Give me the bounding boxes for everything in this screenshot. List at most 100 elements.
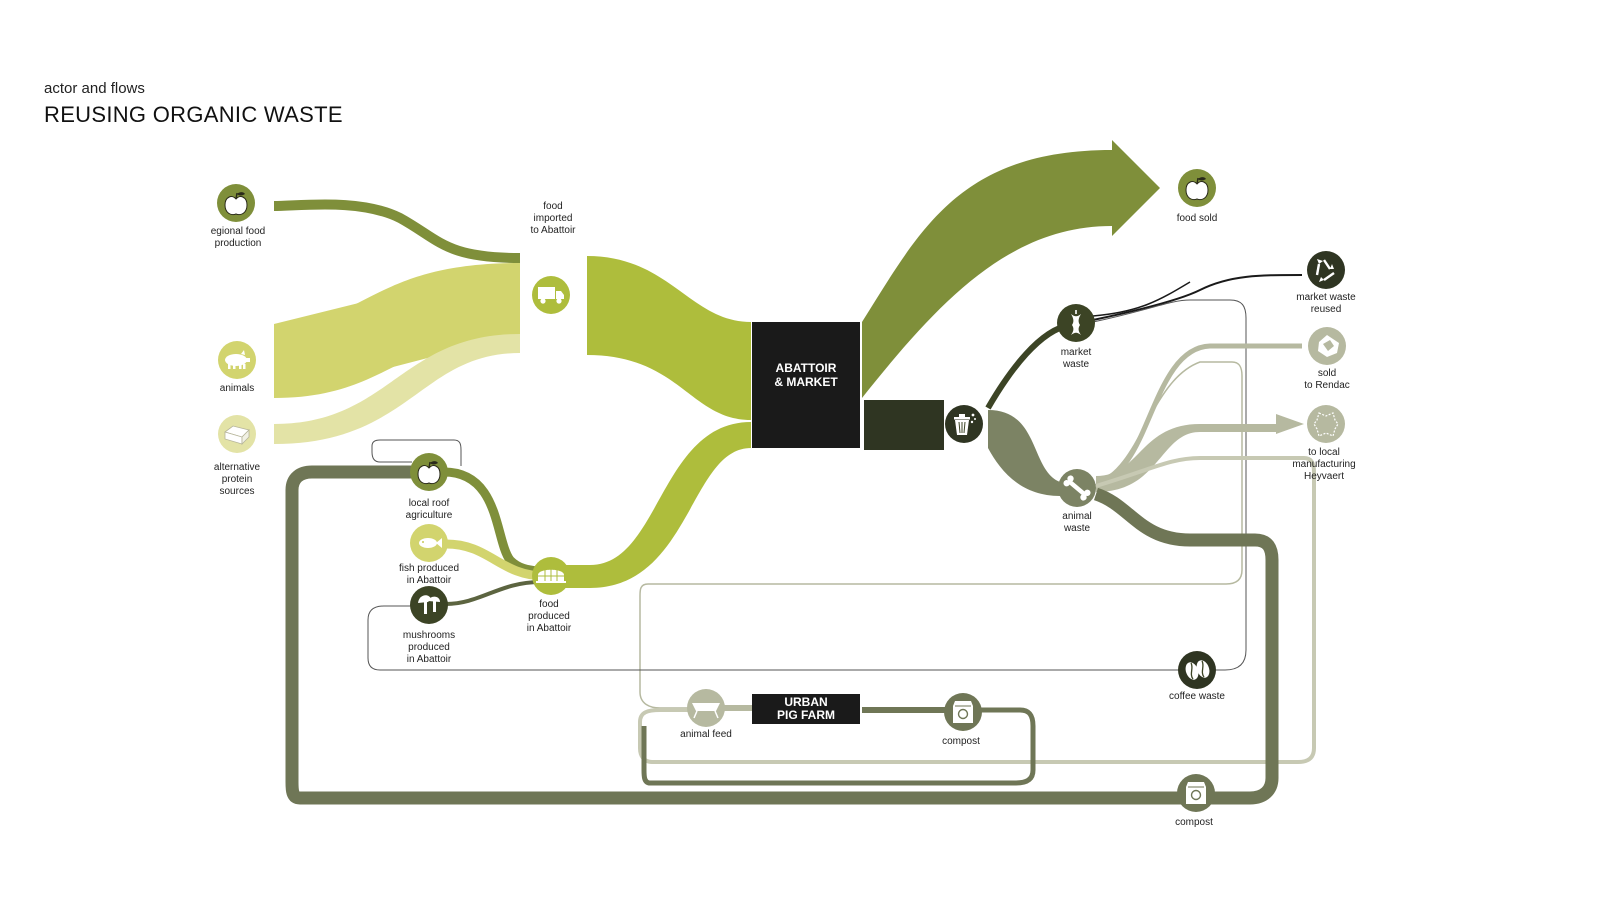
node-label: agriculture — [406, 510, 453, 521]
flow-animal-to-feed-loop — [639, 361, 1243, 709]
svg-text:compost: compost — [1175, 817, 1213, 828]
node-label: compost — [1175, 817, 1213, 828]
node-label: food sold — [1177, 213, 1218, 224]
diagram-kicker: actor and flows — [44, 80, 145, 97]
flow-compost-loop — [641, 707, 1036, 786]
node-label: sources — [219, 486, 254, 497]
flow-to-market-waste — [985, 322, 1071, 410]
node-label: food — [543, 201, 562, 212]
node-label: to local — [1308, 447, 1340, 458]
node-label: coffee waste — [1169, 691, 1225, 702]
node-label: local roof — [409, 498, 450, 509]
node-label: food — [539, 599, 558, 610]
flow-animal-to-heyvaert — [1096, 414, 1304, 492]
node-label: protein — [222, 474, 253, 485]
abattoir-label-line1: ABATTOIR — [776, 361, 837, 375]
node-label: animals — [220, 383, 254, 394]
node-label: produced — [408, 642, 450, 653]
node-label: produced — [528, 611, 570, 622]
flow-animal-to-rendac — [1095, 343, 1302, 483]
node-waste-bin — [945, 405, 983, 443]
flow-food-sold-arrow — [862, 140, 1160, 398]
flow-market-to-reused — [1092, 274, 1303, 321]
svg-text:ABATTOIR& MARKET: ABATTOIR& MARKET — [774, 361, 838, 389]
node-label: to Rendac — [1304, 380, 1350, 391]
node-food-sold: food sold — [1177, 169, 1218, 224]
compost-bag-icon — [952, 700, 974, 724]
node-compost-main: compost — [1175, 774, 1215, 828]
flow-roof-loop — [371, 439, 462, 466]
flow-imported-to-abattoir — [587, 256, 751, 420]
node-label: market waste — [1296, 292, 1356, 303]
node-label: animal — [1062, 511, 1091, 522]
flow-coffee-to-mushrooms — [367, 605, 1180, 671]
flow-market-to-reused-2 — [1092, 281, 1191, 317]
node-label: in Abattoir — [407, 654, 452, 665]
diagram-title: REUSING ORGANIC WASTE — [44, 102, 343, 127]
node-label: alternative — [214, 462, 261, 473]
node-label: animal feed — [680, 729, 732, 740]
flow-market-to-coffee-loop — [1092, 299, 1247, 671]
flow-mushrooms-to-produced — [445, 580, 541, 606]
node-label: to Abattoir — [530, 225, 576, 236]
node-label: in Abattoir — [527, 623, 572, 634]
flow-alt-protein-to-imported — [274, 334, 520, 444]
node-label: waste — [1062, 359, 1090, 370]
node-label: fish produced — [399, 563, 459, 574]
flow-fish-to-produced — [445, 539, 546, 581]
node-animals: animals — [218, 341, 256, 394]
node-label: egional food — [211, 226, 266, 237]
node-label: reused — [1311, 304, 1342, 315]
pig-farm-label-line1: URBAN — [784, 695, 827, 709]
flow-roof-to-produced — [443, 467, 546, 577]
node-label: mushrooms — [403, 630, 455, 641]
node-label: sold — [1318, 368, 1336, 379]
flow-animal-to-heyvaert-2 — [638, 456, 1316, 764]
node-label: production — [215, 238, 262, 249]
svg-text:compost: compost — [942, 736, 980, 747]
flow-regional-to-imported — [273, 199, 521, 263]
abattoir-market-box: ABATTOIR& MARKET — [752, 322, 860, 448]
node-label: in Abattoir — [407, 575, 452, 586]
svg-text:animal feed: animal feed — [680, 729, 732, 740]
node-animal-feed: animal feed — [680, 689, 732, 740]
pig-farm-label-line2: PIG FARM — [777, 708, 835, 722]
svg-text:animals: animals — [220, 383, 254, 394]
compost-bag-icon — [1185, 781, 1207, 805]
node-label: compost — [942, 736, 980, 747]
waste-outlet-bar — [864, 400, 944, 450]
node-label: manufacturing — [1292, 459, 1355, 470]
svg-text:coffee waste: coffee waste — [1169, 691, 1225, 702]
node-label: waste — [1063, 523, 1091, 534]
node-label: market — [1061, 347, 1092, 358]
header: actor and flows REUSING ORGANIC WASTE — [44, 80, 343, 128]
node-compost-pig-farm: compost — [942, 693, 982, 747]
